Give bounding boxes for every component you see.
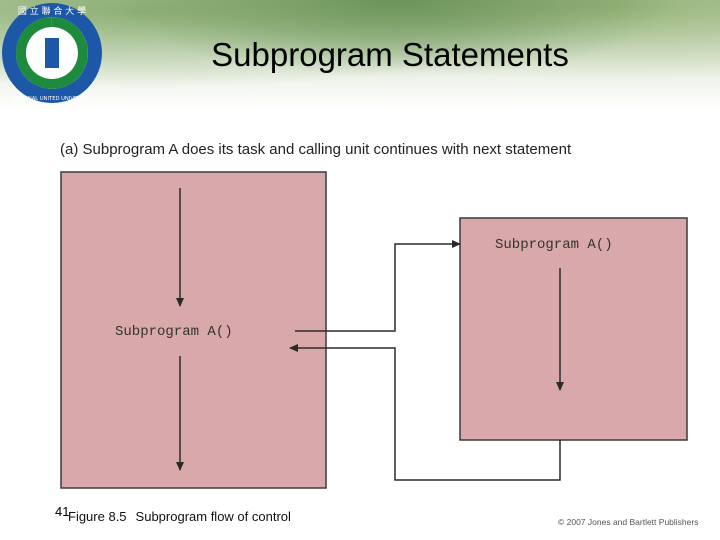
copyright-notice: © 2007 Jones and Bartlett Publishers bbox=[558, 517, 699, 527]
figure-caption: Subprogram flow of control bbox=[135, 509, 291, 524]
figure-caption-line: Figure 8.5 Subprogram flow of control bbox=[68, 509, 291, 524]
figure-number: Figure 8.5 bbox=[68, 509, 127, 524]
call-arrow bbox=[295, 240, 461, 332]
logo-ring-text: NATIONAL UNITED UNIVERSITY bbox=[12, 96, 93, 102]
subprogram-label: Subprogram A() bbox=[495, 237, 613, 253]
slide-number: 41 bbox=[55, 504, 70, 519]
header-banner bbox=[0, 0, 720, 110]
subprogram-box bbox=[459, 217, 688, 441]
calling-unit-box bbox=[60, 171, 327, 489]
return-arrow bbox=[289, 344, 561, 481]
university-logo: 國 立 聯 合 大 學 NATIONAL UNITED UNIVERSITY bbox=[2, 3, 102, 103]
page-title: Subprogram Statements bbox=[211, 36, 569, 73]
logo-text: 國 立 聯 合 大 學 bbox=[18, 5, 86, 17]
calling-unit-label: Subprogram A() bbox=[115, 324, 233, 340]
diagram-subtitle: (a) Subprogram A does its task and calli… bbox=[60, 141, 572, 158]
